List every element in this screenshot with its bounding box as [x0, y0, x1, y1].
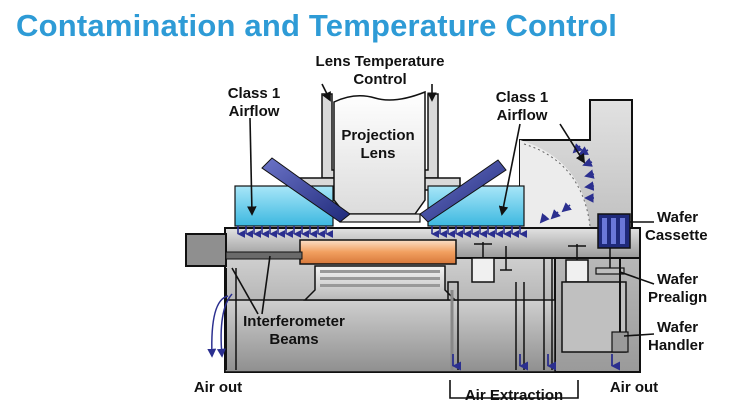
label-air-out-right: Air out	[610, 379, 658, 396]
wafer-prealign	[595, 248, 625, 275]
hood-airflow-arrows	[523, 143, 595, 227]
label-wafer-handler-2: Handler	[648, 337, 704, 354]
leader-handler	[623, 333, 655, 337]
wafer-stage	[225, 239, 457, 301]
mirror-right	[419, 159, 507, 223]
label-class1-left-1: Class 1	[228, 85, 281, 102]
label-class1-right-1: Class 1	[496, 89, 549, 106]
air-extraction-bracket	[449, 380, 579, 399]
label-lens-temperature-1: Lens Temperature	[316, 53, 445, 70]
label-interferometer-1: Interferometer	[243, 313, 345, 330]
label-air-extraction: Air Extraction	[465, 387, 563, 404]
label-wafer-cassette-1: Wafer	[657, 209, 698, 226]
leader-hood	[559, 123, 586, 164]
label-air-out-left: Air out	[194, 379, 242, 396]
label-interferometer-2: Beams	[269, 331, 318, 348]
label-class1-left-2: Airflow	[229, 103, 280, 120]
interferometer-sensor-2	[565, 244, 589, 283]
label-wafer-cassette-2: Cassette	[645, 227, 708, 244]
downflow-arrows-left	[237, 226, 334, 238]
projection-lens	[333, 90, 426, 223]
wafer-cassette	[597, 213, 631, 249]
diagram-title: Contamination and Temperature Control	[16, 8, 618, 43]
leader-interferometer-2	[261, 255, 271, 315]
leader-prealign	[619, 271, 655, 285]
downflow-arrows-right	[431, 226, 528, 238]
mirror-left	[261, 157, 351, 223]
label-class1-right-2: Airflow	[497, 107, 548, 124]
wafer-handler	[561, 258, 629, 353]
label-wafer-prealign-1: Wafer	[657, 271, 698, 288]
leader-lens-temp-left	[321, 83, 331, 102]
leader-class1-left	[247, 117, 257, 216]
left-air-outlet	[207, 268, 237, 370]
leader-class1-right	[498, 123, 521, 216]
extraction-arrows	[452, 354, 621, 371]
label-projection-1: Projection	[341, 127, 414, 144]
label-wafer-prealign-2: Prealign	[648, 289, 707, 306]
leader-interferometer-1	[231, 267, 259, 315]
air-extraction-ducts	[447, 258, 553, 370]
label-projection-2: Lens	[360, 145, 395, 162]
label-lens-temperature-2: Control	[353, 71, 406, 88]
label-wafer-handler-1: Wafer	[657, 319, 698, 336]
interferometer-sensor-1	[471, 242, 495, 283]
